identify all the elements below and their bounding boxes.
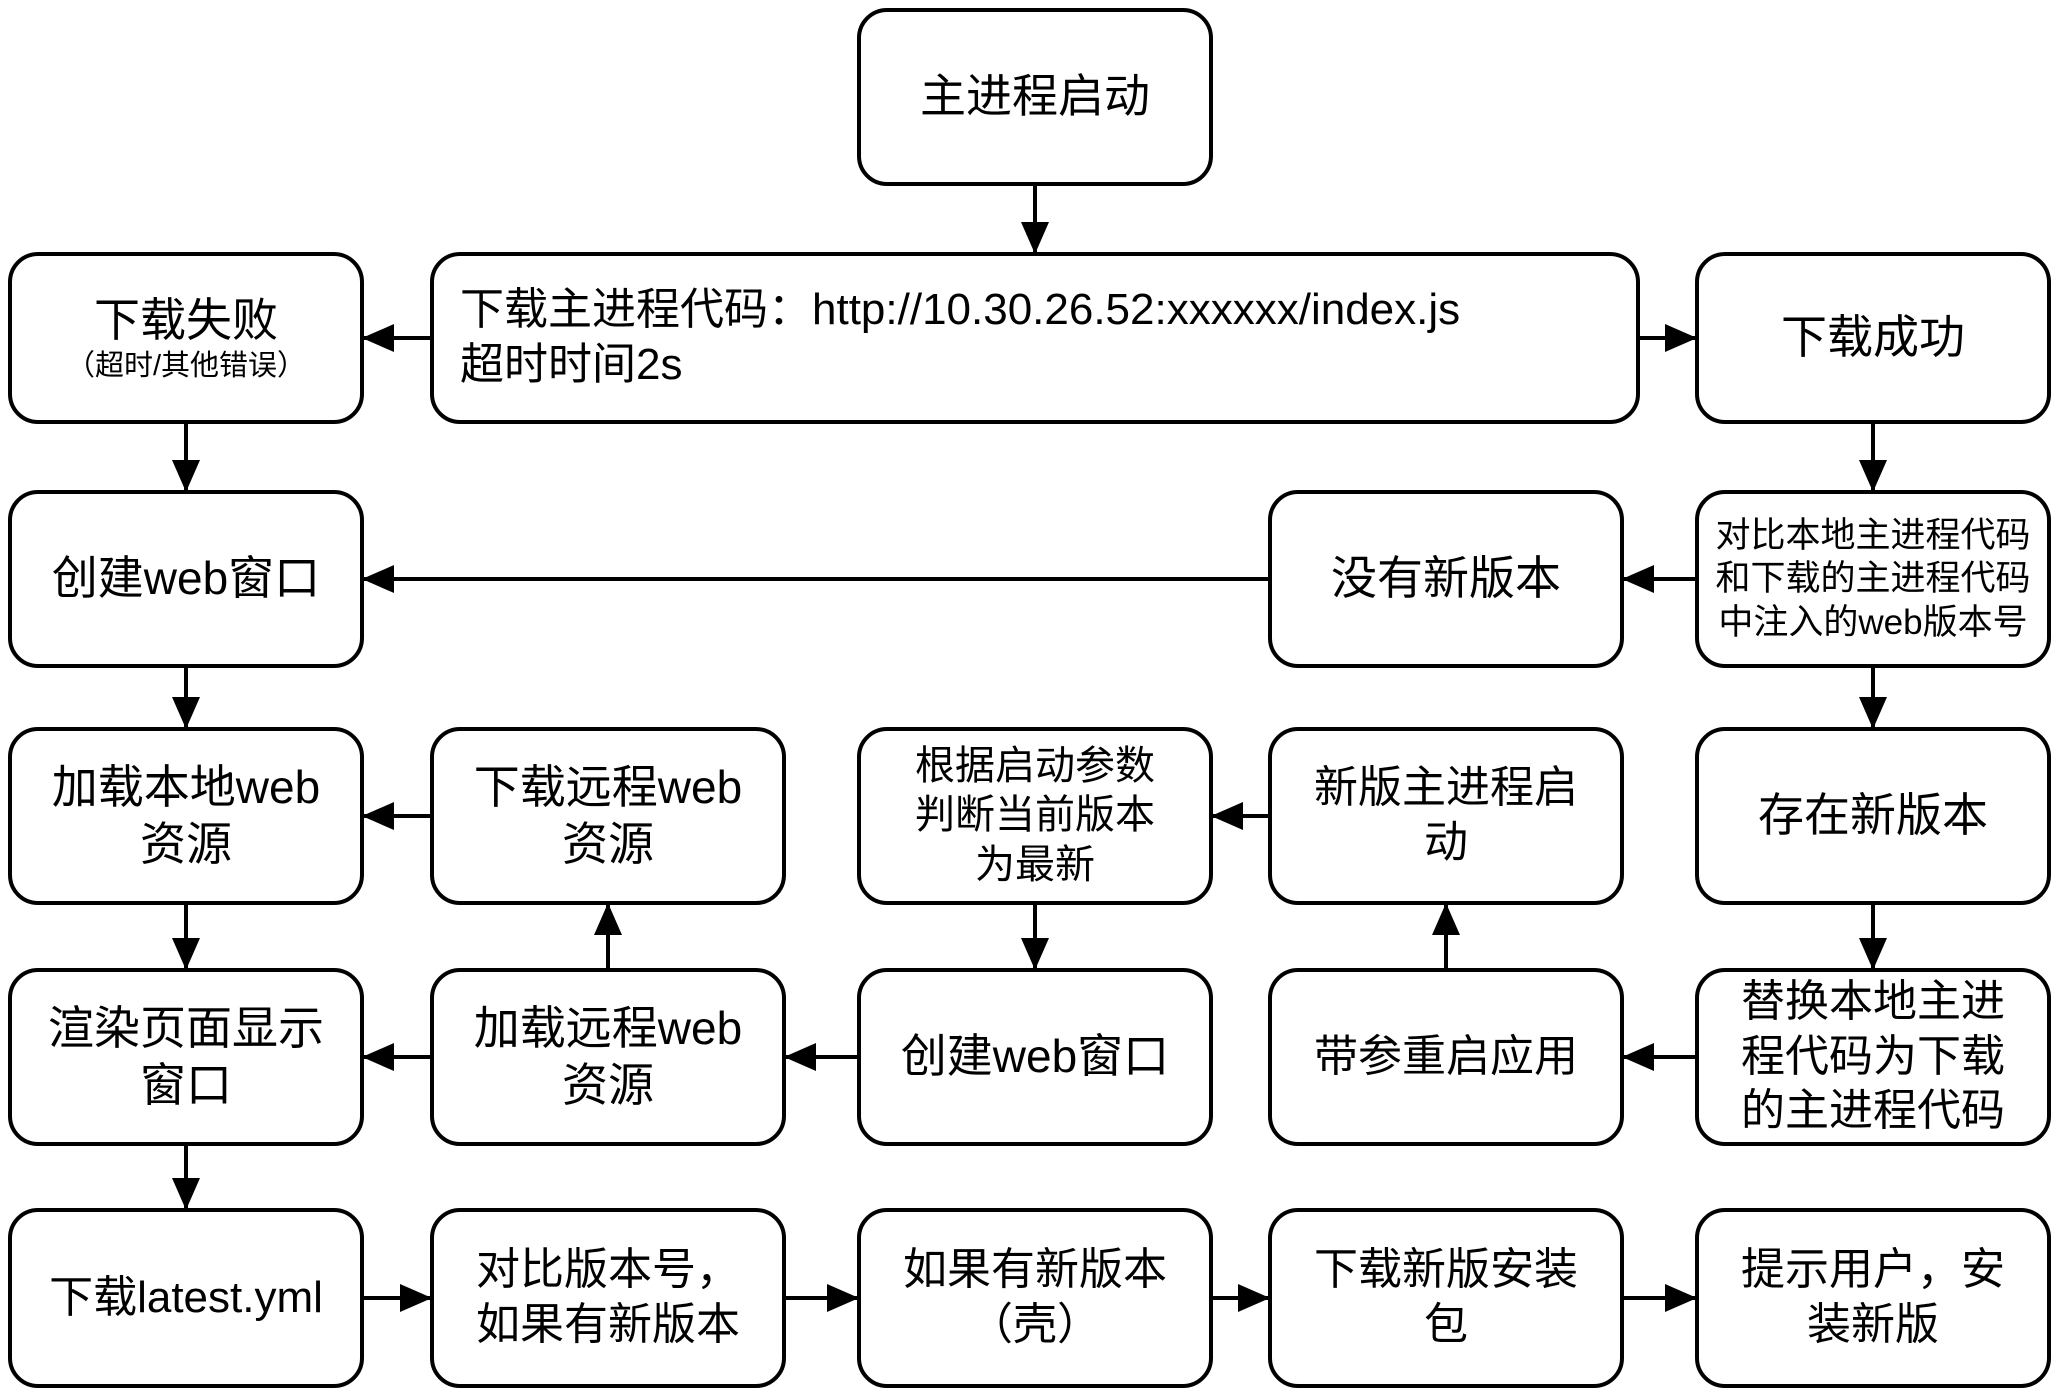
flow-node-replace-local-code: 替换本地主进程代码为下载的主进程代码 [1695,968,2051,1146]
flow-node-label: 创建web窗口 [51,552,321,605]
flow-node-label: 没有新版本 [1331,552,1561,605]
flow-node-dl-fail: 下载失败（超时/其他错误） [8,252,364,424]
flow-node-new-main-start: 新版主进程启动 [1268,727,1624,905]
flow-node-dl-main-code: 下载主进程代码：http://10.30.26.52:xxxxxx/index.… [430,252,1640,424]
flow-node-label: 下载主进程代码：http://10.30.26.52:xxxxxx/index.… [460,285,1461,335]
flow-node-label: 下载latest.yml [49,1272,323,1322]
flow-node-prompt-install: 提示用户，安装新版 [1695,1208,2051,1388]
flow-node-label: 存在新版本 [1758,789,1988,842]
flow-node-label: 加载远程web [473,1001,743,1054]
flow-node-label: 主进程启动 [920,70,1150,123]
flow-node-dl-new-installer: 下载新版安装包 [1268,1208,1624,1388]
flow-node-no-new-version: 没有新版本 [1268,490,1624,668]
flow-node-create-web-window-2: 创建web窗口 [857,968,1213,1146]
flow-node-label: 和下载的主进程代码 [1715,559,2031,599]
flow-node-label: 的主进程代码 [1741,1086,2005,1136]
flow-node-label: 加载本地web [51,760,321,813]
flow-node-compare-version-num: 对比版本号， 如果有新版本 [430,1208,786,1388]
flow-node-label: 对比版本号， [476,1245,740,1295]
flow-node-label: 如果有新版本 [903,1245,1167,1295]
flow-node-label: 超时时间2s [460,340,683,389]
flow-node-label: 程代码为下载 [1741,1031,2005,1081]
flow-node-if-new-version-shell: 如果有新版本 （壳） [857,1208,1213,1388]
flow-node-label: 新版主进程启 [1314,763,1578,813]
flow-node-label: 创建web窗口 [900,1030,1170,1083]
flow-node-label: 对比本地主进程代码 [1715,515,2031,555]
flow-node-label: 下载失败 [94,293,278,346]
flow-node-label: 资源 [562,818,654,870]
flow-node-render-page: 渲染页面显示窗口 [8,968,364,1146]
flow-node-compare-version: 对比本地主进程代码和下载的主进程代码中注入的web版本号 [1695,490,2051,668]
flow-node-label: 为最新 [975,842,1095,887]
flow-node-label: 下载远程web [473,760,743,813]
flow-node-label: 判断当前版本 [915,793,1155,838]
flow-node-start: 主进程启动 [857,8,1213,186]
flow-node-label: 装新版 [1807,1300,1939,1349]
flow-node-label: 带参重启应用 [1314,1031,1578,1081]
flow-node-label: 中注入的web版本号 [1718,602,2028,642]
flow-node-label: 如果有新版本 [476,1300,740,1349]
flow-node-label: （超时/其他错误） [65,349,307,382]
flow-node-label: 窗口 [140,1059,232,1111]
flow-node-restart-with-args: 带参重启应用 [1268,968,1624,1146]
flow-node-dl-success: 下载成功 [1695,252,2051,424]
flow-node-label: 根据启动参数 [915,743,1155,788]
flow-node-label: 下载新版安装 [1314,1245,1578,1295]
flow-node-label: 替换本地主进 [1741,977,2005,1027]
flow-node-dl-latest-yml: 下载latest.yml [8,1208,364,1388]
flow-node-label: 渲染页面显示 [48,1001,324,1054]
flow-node-label: 资源 [562,1059,654,1111]
flow-node-label: 包 [1424,1300,1468,1349]
flow-node-label: （壳） [969,1300,1101,1349]
flow-node-judge-latest: 根据启动参数判断当前版本为最新 [857,727,1213,905]
flow-node-label: 动 [1424,818,1468,867]
flow-node-label: 下载成功 [1781,311,1965,364]
flow-node-label: 提示用户，安 [1741,1245,2005,1295]
flow-node-label: 资源 [140,818,232,870]
flow-node-create-web-window-1: 创建web窗口 [8,490,364,668]
flow-node-exists-new-version: 存在新版本 [1695,727,2051,905]
